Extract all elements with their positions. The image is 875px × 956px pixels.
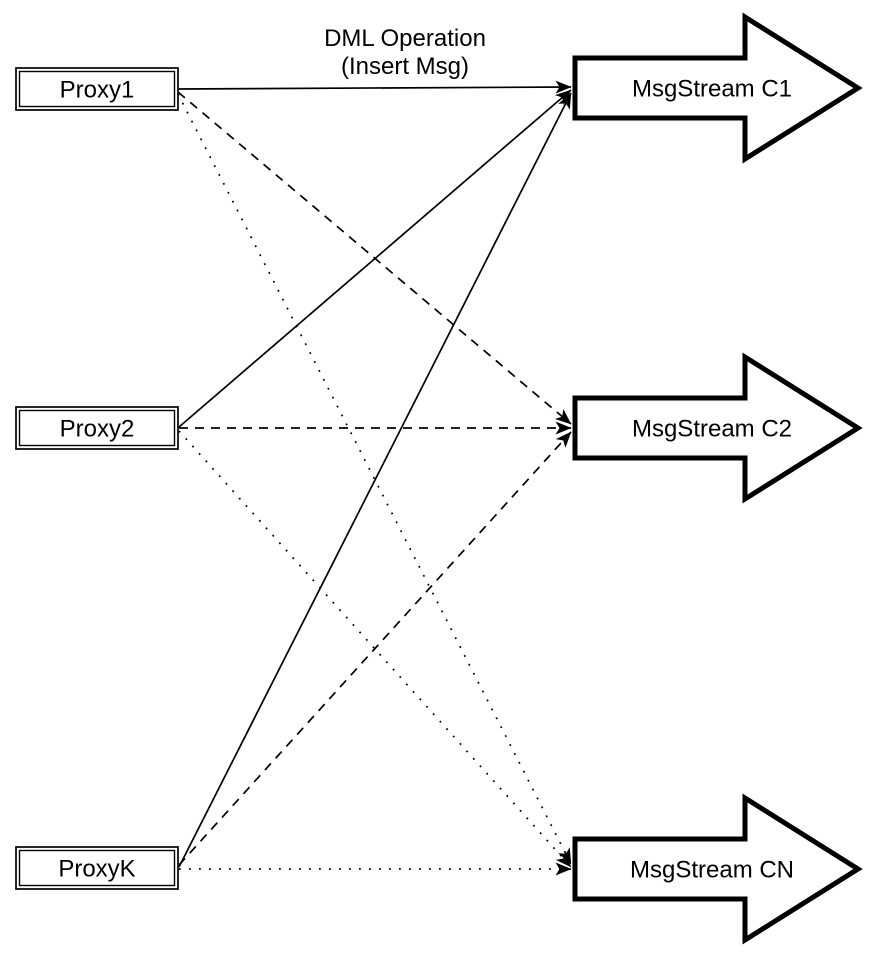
proxyk-node: ProxyK xyxy=(15,846,179,890)
edge-proxy1-to-msgstream-c2 xyxy=(177,91,572,425)
proxy2-label: Proxy2 xyxy=(60,416,135,443)
edges-solid xyxy=(177,80,572,868)
msgstream-c1-label: MsgStream C1 xyxy=(632,76,792,103)
edge-proxyk-to-msgstream-c2 xyxy=(178,431,572,866)
proxyk-box xyxy=(15,846,179,890)
msgstream-cn-arrow-shape xyxy=(572,793,863,945)
msgstream-c1-node: MsgStream C1 xyxy=(572,12,863,164)
msgstream-c2-node: MsgStream C2 xyxy=(572,352,863,504)
edges-dotted xyxy=(177,93,572,876)
proxy2-box xyxy=(15,406,179,450)
dml-operation-label-line1: DML Operation xyxy=(324,25,486,52)
proxy1-box-inner-border xyxy=(18,70,176,108)
dml-operation-label-line2: (Insert Msg) xyxy=(341,53,469,80)
edge-proxyk-to-msgstream-c1 xyxy=(178,92,572,868)
msgstream-c2-arrow-shape xyxy=(572,352,863,504)
msgstream-cn-node: MsgStream CN xyxy=(572,793,863,945)
proxyk-label: ProxyK xyxy=(58,856,135,883)
edge-proxy1-to-msgstream-cn xyxy=(177,93,572,865)
msgstream-c2-label: MsgStream C2 xyxy=(632,416,792,443)
proxyk-box-inner-border xyxy=(18,849,176,887)
edges-dashed xyxy=(177,91,572,866)
proxy2-node: Proxy2 xyxy=(15,406,179,450)
edge-proxy1-to-msgstream-c1 xyxy=(177,80,572,94)
msgstream-c1-arrow-shape xyxy=(572,12,863,164)
msgstream-cn-label: MsgStream CN xyxy=(630,857,794,884)
proxy1-node: Proxy1 xyxy=(15,67,179,111)
proxy1-box xyxy=(15,67,179,111)
proxy1-label: Proxy1 xyxy=(60,77,135,104)
proxy2-box-inner-border xyxy=(18,409,176,447)
